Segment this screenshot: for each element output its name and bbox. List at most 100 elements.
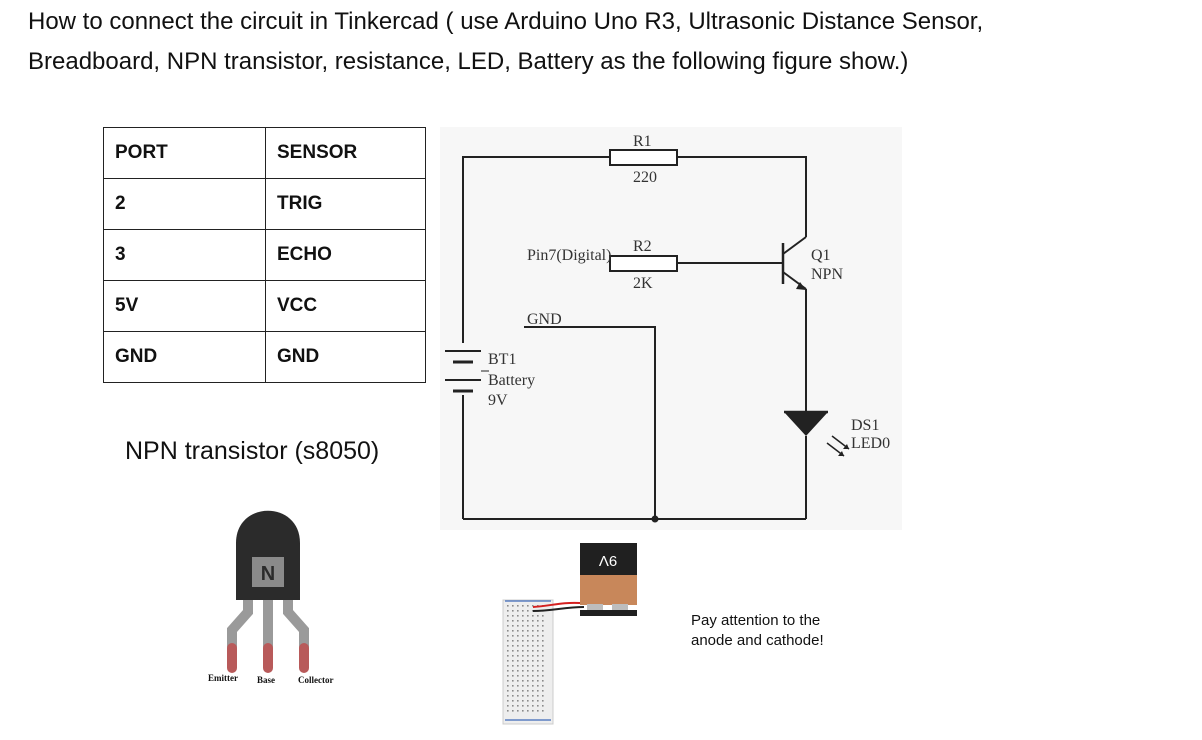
breadboard-hole [542,675,544,677]
breadboard-hole [507,655,509,657]
question-line-1: How to connect the circuit in Tinkercad … [28,8,984,35]
breadboard-hole [532,690,534,692]
breadboard-hole [537,710,539,712]
battery-base [580,610,637,616]
breadboard-hole [512,625,514,627]
breadboard-hole [507,610,509,612]
breadboard-hole [522,615,524,617]
breadboard-hole [542,650,544,652]
breadboard-hole [532,670,534,672]
breadboard-hole [542,640,544,642]
breadboard-hole [532,645,534,647]
breadboard-hole [522,710,524,712]
table-cell-sensor: VCC [265,280,426,332]
breadboard-hole [527,605,529,607]
breadboard-hole [522,640,524,642]
breadboard-hole [522,705,524,707]
breadboard-hole [507,710,509,712]
breadboard-hole [542,655,544,657]
breadboard-hole [532,675,534,677]
breadboard-hole [517,620,519,622]
breadboard-hole [522,620,524,622]
breadboard-hole [537,690,539,692]
battery-body [580,575,637,605]
breadboard-hole [537,680,539,682]
breadboard-hole [522,670,524,672]
breadboard-hole [507,615,509,617]
circuit-schematic: R1 220 Pin7(Digital) R2 2K GND BT1 Batte… [440,127,902,530]
resistor-r1 [609,149,678,166]
breadboard-hole [537,695,539,697]
breadboard-hole [527,630,529,632]
r2-name: R2 [633,238,652,255]
breadboard-hole [532,700,534,702]
r1-value: 220 [633,169,657,186]
breadboard-hole [527,680,529,682]
breadboard-hole [507,700,509,702]
breadboard-hole [507,640,509,642]
breadboard-hole [537,650,539,652]
breadboard-hole [522,645,524,647]
breadboard-hole [507,625,509,627]
breadboard-hole [512,710,514,712]
breadboard-hole [517,635,519,637]
breadboard-hole [532,685,534,687]
bt1-value: 9V [488,392,508,409]
breadboard-hole [507,695,509,697]
breadboard-hole [512,660,514,662]
breadboard-hole [537,700,539,702]
breadboard-hole [532,705,534,707]
breadboard-hole [507,675,509,677]
breadboard-hole [532,610,534,612]
ds1-name: DS1 [851,417,879,434]
breadboard-hole [527,620,529,622]
breadboard-hole [512,615,514,617]
breadboard-hole [507,635,509,637]
breadboard-hole [507,665,509,667]
breadboard-hole [512,645,514,647]
emitter-label: Emitter [208,673,238,683]
battery-black-wire [532,606,585,612]
breadboard-hole [542,695,544,697]
wire-gnd [524,326,656,519]
breadboard-hole [517,660,519,662]
breadboard-hole [512,630,514,632]
breadboard-hole [532,605,534,607]
breadboard-hole [532,640,534,642]
breadboard-hole [512,690,514,692]
breadboard-hole [507,650,509,652]
breadboard-hole [512,620,514,622]
table-cell-port: 2 [103,178,266,230]
breadboard-hole [527,655,529,657]
breadboard-hole [522,610,524,612]
breadboard-hole [512,675,514,677]
breadboard-hole [532,655,534,657]
led-arrow-head-2 [843,444,849,449]
breadboard-hole [537,660,539,662]
table-row: GND GND [103,331,426,383]
breadboard-battery-photo: 9V [502,543,637,725]
breadboard-hole [532,695,534,697]
r1-name: R1 [633,133,652,150]
breadboard-hole [522,690,524,692]
breadboard-hole [517,700,519,702]
table-cell-sensor: GND [265,331,426,383]
breadboard-hole [517,690,519,692]
breadboard-hole [517,655,519,657]
breadboard-hole [527,695,529,697]
emitter-leg [227,591,253,653]
breadboard-hole [527,660,529,662]
breadboard-hole [507,670,509,672]
port-sensor-table: PORT SENSOR 2 TRIG 3 ECHO 5V VCC GND GND [103,127,426,383]
breadboard-hole [527,675,529,677]
note-line-1: Pay attention to the [691,612,821,629]
breadboard-hole [522,675,524,677]
breadboard-hole [517,650,519,652]
breadboard-hole [542,680,544,682]
breadboard-hole [507,620,509,622]
table-row: 3 ECHO [103,229,426,281]
header-port: PORT [103,127,266,179]
breadboard-hole [542,710,544,712]
breadboard-hole [512,700,514,702]
breadboard-hole [537,640,539,642]
